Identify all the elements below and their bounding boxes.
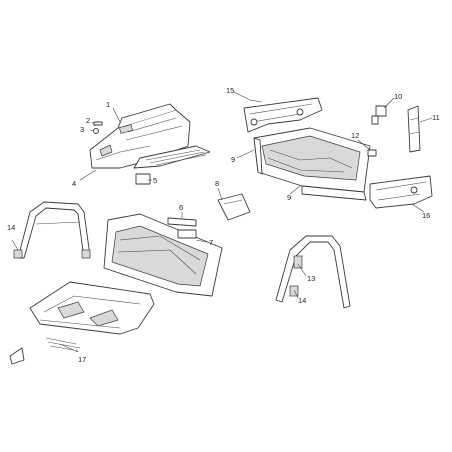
mount-bracket-8 — [217, 193, 251, 221]
callout-labels: 1 2 3 4 5 6 7 8 9 9 10 11 12 13 14 14 15… — [7, 86, 440, 364]
callout-6: 6 — [179, 203, 183, 212]
floor-clip — [9, 347, 25, 365]
callout-4: 4 — [72, 179, 76, 188]
callout-9b: 9 — [287, 193, 291, 202]
callout-14a: 14 — [7, 223, 15, 232]
floor-pan — [29, 281, 155, 335]
callout-13: 13 — [307, 274, 315, 283]
front-roll-bar — [13, 201, 91, 259]
callout-17: 17 — [78, 355, 86, 364]
rear-panel-assembly — [103, 213, 223, 297]
callout-8: 8 — [215, 179, 219, 188]
bed-side-panel-right — [369, 175, 433, 209]
cargo-bed-assembly — [253, 127, 371, 201]
bed-clip — [367, 149, 377, 157]
callout-11: 11 — [432, 113, 440, 122]
callout-16: 16 — [422, 211, 430, 220]
floor-fasteners — [45, 337, 81, 351]
callout-7: 7 — [209, 238, 213, 247]
decal-5 — [135, 173, 151, 185]
callout-3: 3 — [80, 125, 84, 134]
callout-9a: 9 — [231, 155, 235, 164]
leader-lines — [11, 91, 433, 353]
hood-cover-assembly — [89, 103, 211, 169]
callout-1: 1 — [106, 100, 110, 109]
bed-latch — [371, 105, 387, 125]
label-6 — [167, 217, 197, 227]
callout-10: 10 — [394, 92, 402, 101]
rear-roll-bar — [275, 235, 351, 309]
bed-side-panel-left — [243, 97, 323, 133]
callout-15: 15 — [226, 86, 234, 95]
hood-fasteners — [93, 121, 103, 134]
callout-5: 5 — [153, 176, 157, 185]
callout-14b: 14 — [298, 296, 306, 305]
callout-12: 12 — [351, 131, 359, 140]
bed-hinge-bracket — [407, 105, 421, 153]
callout-2: 2 — [86, 116, 90, 125]
